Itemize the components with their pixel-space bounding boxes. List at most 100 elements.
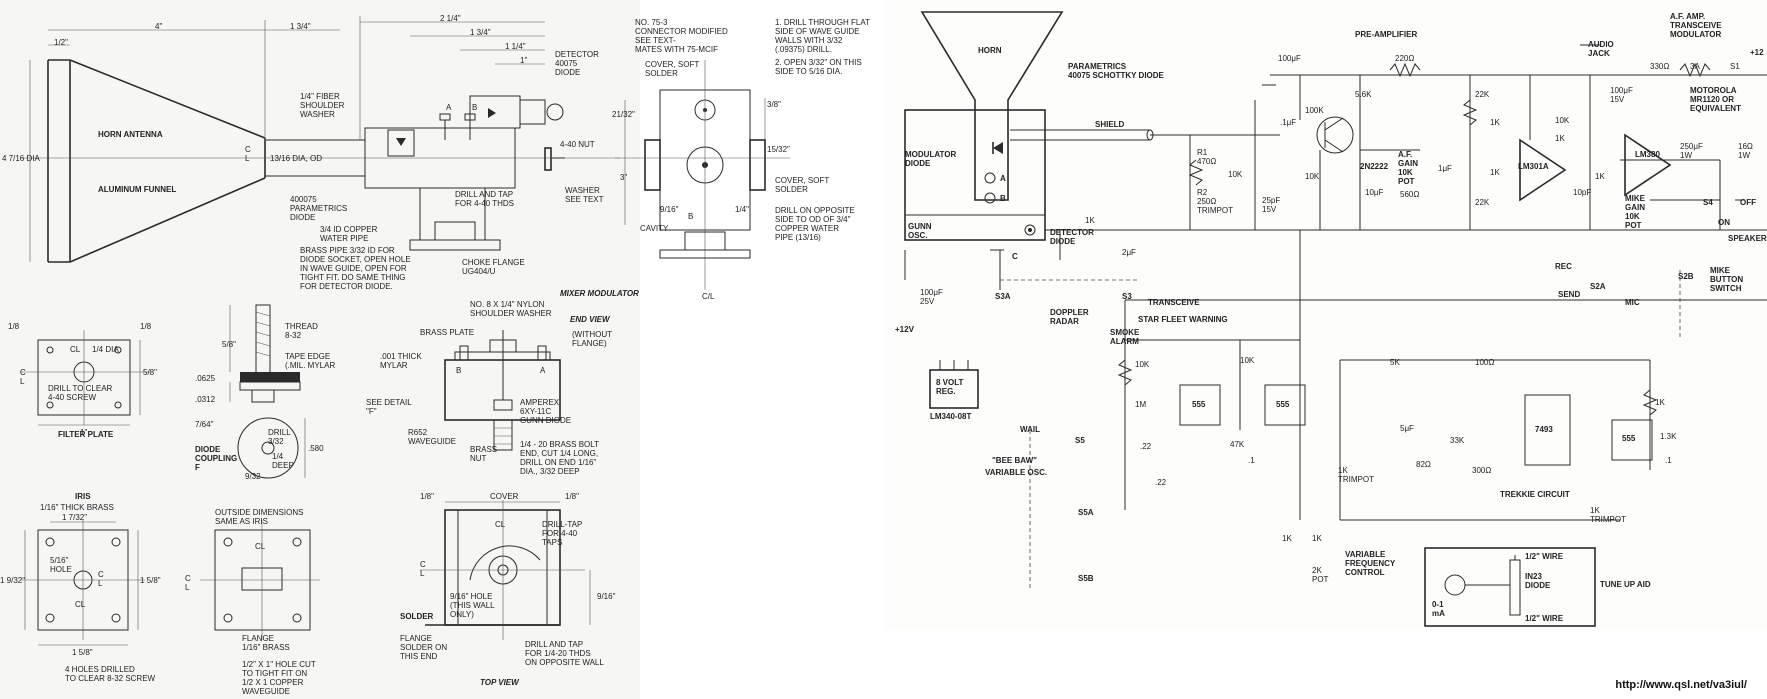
brass-pipe-note: BRASS PIPE 3/32 ID FOR DIODE SOCKET, OPE…	[300, 246, 411, 291]
iris-cl-side: C L	[98, 570, 104, 588]
s2b-label: S2B	[1678, 272, 1694, 281]
nylon-washer-label: NO. 8 X 1/4" NYLON SHOULDER WASHER	[470, 300, 552, 318]
dim-2-1-4: 2 1/4"	[440, 14, 461, 23]
r-2k-pot: 2K POT	[1312, 566, 1329, 584]
ic-555-c	[1611, 419, 1653, 461]
r-1k-f: 1K	[1282, 534, 1292, 543]
iris-cl: CL	[75, 600, 86, 609]
dim-3-8: 3/8"	[767, 100, 781, 109]
iris-sub: 1/16" THICK BRASS	[40, 503, 114, 512]
dim-3: 3"	[620, 173, 628, 182]
drill-opposite-label: DRILL ON OPPOSITE SIDE TO OD OF 3/4" COP…	[775, 206, 855, 242]
ground-symbols	[990, 44, 1745, 251]
modulator-block	[904, 109, 1046, 280]
top-view-drill-tap: DRILL-TAP FOR 4-40 TAPS	[542, 520, 583, 547]
r-1k-h: 1K	[1655, 398, 1665, 407]
c-point22-a: .22	[1140, 442, 1152, 451]
iris-drawing	[20, 520, 145, 646]
end-view-without: (WITHOUT FLANGE)	[572, 330, 612, 348]
r-1k-b: 1K	[1490, 168, 1500, 177]
end-view-drawing	[444, 330, 561, 451]
brass-plate-label: BRASS PLATE	[420, 328, 475, 337]
c-5uf: 5μF	[1400, 424, 1414, 433]
dia-13-16: 13/16 DIA, OD	[270, 154, 323, 163]
dim-half: 1/2"	[54, 38, 68, 47]
detail-dim-9-32: 9/32	[245, 472, 261, 481]
r-1k-trimpot-a: 1K TRIMPOT	[1338, 466, 1374, 484]
brass-bolt-label: 1/4 - 20 BRASS BOLT END, CUT 1/4 LONG, D…	[520, 440, 599, 476]
note-1: 1. DRILL THROUGH FLAT SIDE OF WAVE GUIDE…	[775, 18, 870, 54]
smoke-alarm-label: SMOKE ALARM	[1110, 328, 1140, 346]
wire-label-2: 1/2" WIRE	[1525, 614, 1564, 623]
r-220: 220Ω	[1395, 54, 1415, 63]
trekkie-label: TREKKIE CIRCUIT	[1500, 490, 1570, 499]
off-label: OFF	[1740, 198, 1756, 207]
detail-deep: 1/4 DEEP	[272, 452, 294, 470]
iris-dim-1-5-8b: 1 5/8"	[72, 648, 93, 657]
c-250uf: 250μF 1W	[1680, 142, 1703, 160]
dim-9-16: 9/16"	[660, 205, 679, 214]
note-2: 2. OPEN 3/32" ON THIS SIDE TO 5/16 DIA.	[775, 58, 862, 76]
see-detail-label: SEE DETAIL "F"	[366, 398, 412, 416]
plus-12v-label: +12V	[895, 325, 914, 334]
r-300: 300Ω	[1472, 466, 1492, 475]
detector-label: DETECTOR 40075 DIODE	[555, 50, 599, 77]
aluminum-funnel-label: ALUMINUM FUNNEL	[98, 185, 177, 194]
cavity-drawing	[615, 60, 790, 290]
r-1k-g: 1K	[1312, 534, 1322, 543]
terminal-a: A	[1000, 174, 1006, 183]
mic-label: MIC	[1625, 298, 1640, 307]
mixer-title: MIXER MODULATOR	[560, 289, 639, 298]
doppler-label: DOPPLER RADAR	[1050, 308, 1089, 326]
mixer-body-drawing	[364, 95, 565, 251]
s5b-label: S5B	[1078, 574, 1094, 583]
horn-antenna-label: HORN ANTENNA	[98, 130, 163, 139]
flange-cl: CL	[255, 542, 266, 551]
c-point1uf: .1μF	[1280, 118, 1297, 127]
c-point22-b: .22	[1155, 478, 1167, 487]
vfc-label: VARIABLE FREQUENCY CONTROL	[1345, 550, 1396, 577]
terminal-c: C	[1012, 252, 1018, 261]
parts-panel	[0, 300, 640, 699]
diode-label: IN23 DIODE	[1525, 572, 1551, 590]
thread-label: THREAD 8-32	[285, 322, 318, 340]
filter-plate-drawing	[20, 330, 150, 426]
flange-drawing	[200, 520, 320, 640]
r-22k-b: 22K	[1475, 198, 1490, 207]
end-view-b: B	[456, 366, 462, 375]
switch-dashes	[1000, 270, 1681, 590]
ic-7493-label: 7493	[1535, 425, 1553, 434]
resistor-marks	[1117, 62, 1711, 416]
r-560: 560Ω	[1400, 190, 1420, 199]
ic-555-b-label: 555	[1276, 400, 1290, 409]
dim-4: 4"	[155, 22, 163, 31]
s4-label: S4	[1703, 198, 1713, 207]
choke-flange-label: CHOKE FLANGE UG404/U	[462, 258, 525, 276]
s5a-label: S5A	[1078, 508, 1094, 517]
dim-1: 1"	[520, 56, 528, 65]
ic-7493	[1524, 394, 1571, 466]
dim-1-3-4: 1 3/4"	[290, 22, 311, 31]
centerline-bottom: C/L	[702, 292, 715, 301]
label-a: A	[446, 103, 452, 112]
parametrics-diode-label: 400075 PARAMETRICS DIODE	[290, 195, 348, 222]
tune-up-label: TUNE UP AID	[1600, 580, 1651, 589]
ic-555-c-label: 555	[1622, 434, 1636, 443]
ic-555-a-label: 555	[1192, 400, 1206, 409]
nut-label: 4-40 NUT	[560, 140, 595, 149]
top-view-dim-9-16: 9/16"	[597, 592, 616, 601]
r-10k-e: 10K	[1240, 356, 1255, 365]
mike-button-label: MIKE BUTTON SWITCH	[1710, 266, 1744, 293]
end-view-a: A	[540, 366, 546, 375]
top-view-dim-1-8b: 1/8"	[565, 492, 579, 501]
mike-gain-label: MIKE GAIN 10K POT	[1625, 194, 1645, 230]
top-view-flange: FLANGE SOLDER ON THIS END	[400, 634, 448, 661]
r-5k: 5K	[1390, 358, 1400, 367]
c-100uf: 100μF	[1278, 54, 1301, 63]
top-view-cl: CL	[495, 520, 506, 529]
filter-dia: 1/4 DIA	[92, 345, 119, 354]
r-1-3k: 1.3K	[1660, 432, 1677, 441]
filter-dim-1: 1"	[80, 428, 88, 437]
meter-label: 0-1 mA	[1432, 600, 1445, 618]
